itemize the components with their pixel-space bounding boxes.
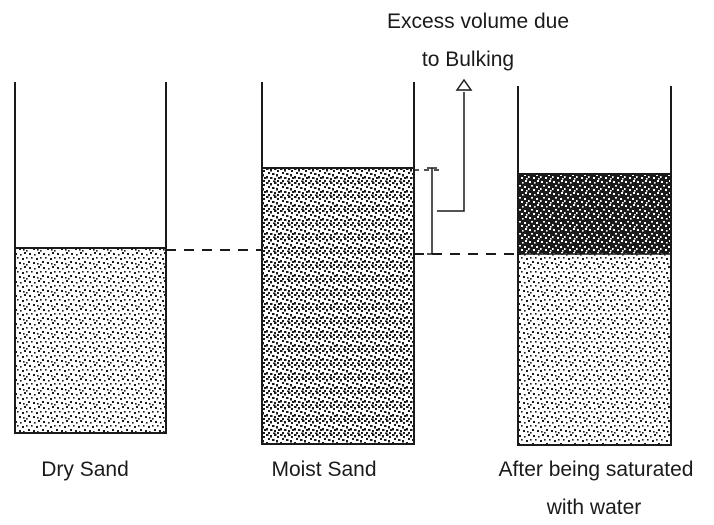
excess-water-layer [518, 174, 671, 254]
arrowhead-up-icon [455, 78, 473, 91]
container-dry-sand [14, 82, 167, 434]
label-saturated-line-2: with water [546, 496, 642, 519]
label-saturated-line-1: After being saturated [499, 458, 694, 481]
bulking-bracket [427, 78, 473, 255]
moist-sand-fill [262, 168, 414, 444]
label-moist-sand: Moist Sand [271, 458, 376, 481]
annotation-line-1: Excess volume due [387, 10, 569, 33]
label-dry-sand: Dry Sand [41, 458, 129, 481]
dry-sand-fill [15, 248, 166, 433]
saturated-sand-fill [518, 254, 671, 445]
annotation-line-2: to Bulking [422, 48, 514, 71]
bracket-leader-line [437, 92, 465, 212]
container-moist-sand [261, 82, 415, 445]
container-saturated-sand [517, 86, 672, 446]
